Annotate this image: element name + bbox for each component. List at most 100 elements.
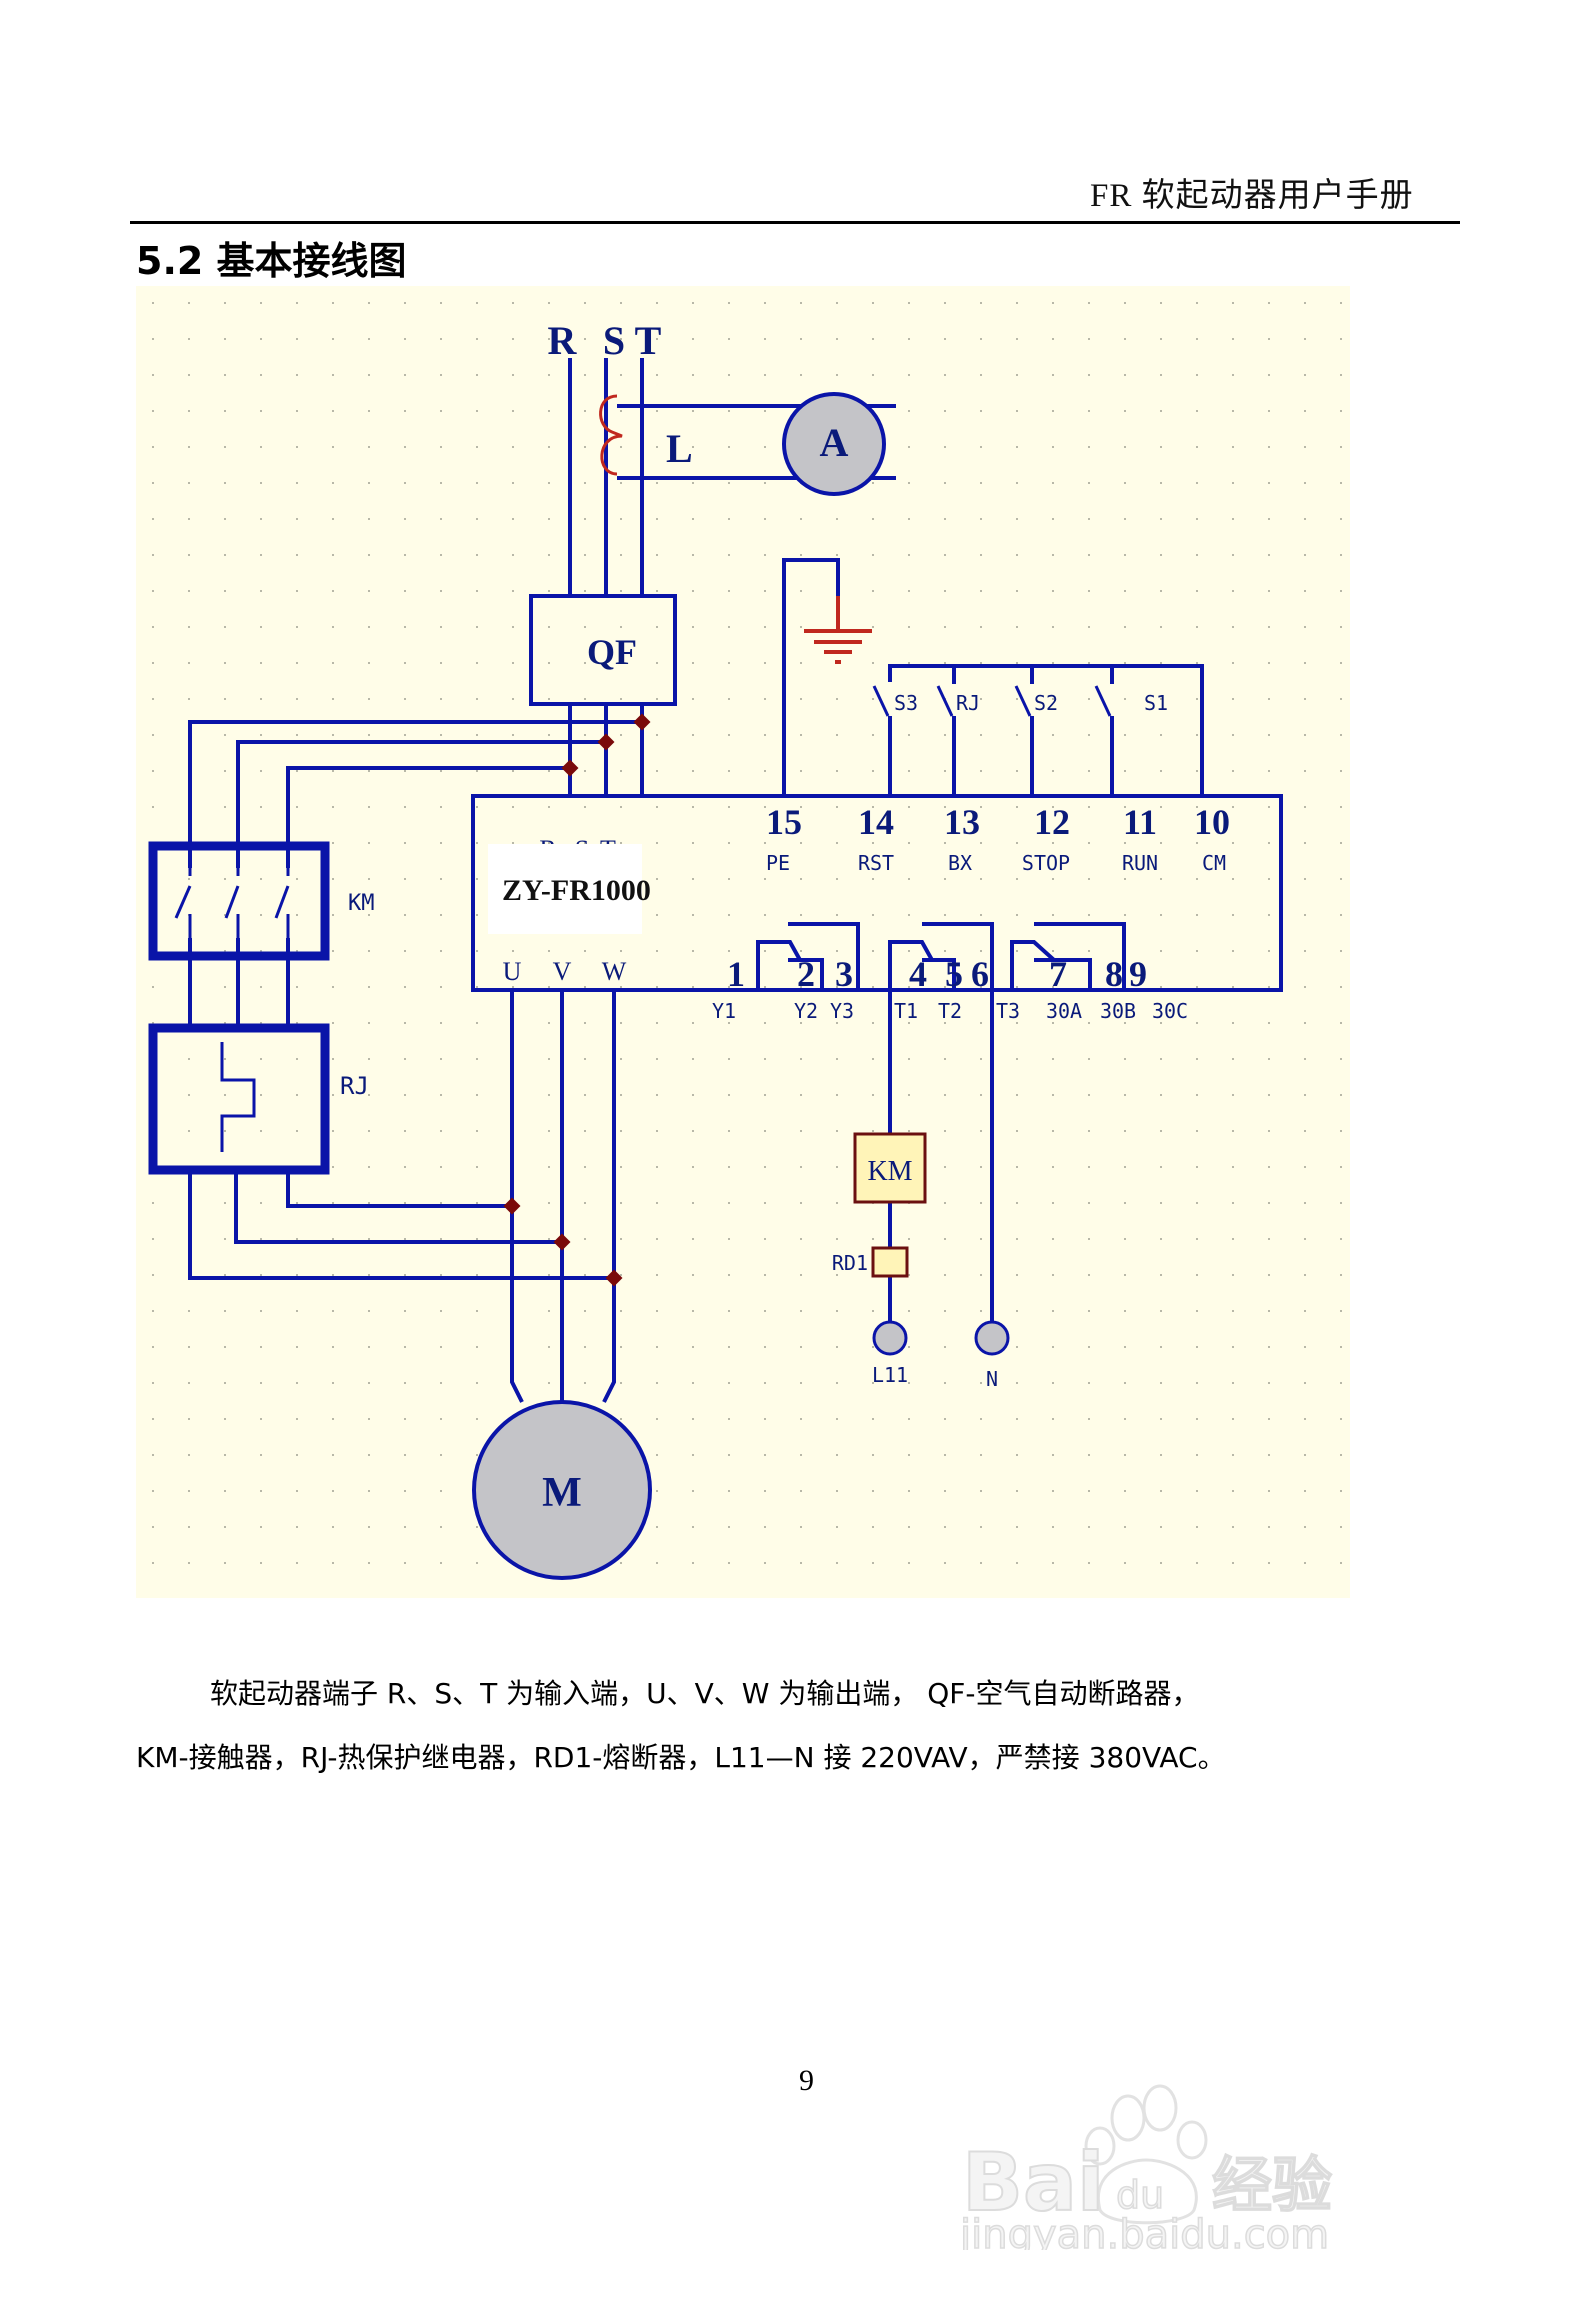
terminal-number: 10 <box>1194 802 1230 842</box>
wire-out-w <box>602 990 616 1403</box>
ammeter-label: A <box>820 420 849 465</box>
terminal-number: 3 <box>835 954 853 994</box>
relay-30-nc <box>1034 922 1126 990</box>
supply-label-r: R <box>548 318 578 363</box>
terminal-name: Y1 <box>712 999 736 1023</box>
terminal-name: T2 <box>938 999 962 1023</box>
junction-dot <box>633 713 651 731</box>
junction-dot <box>597 733 615 751</box>
wire-pe <box>782 558 840 796</box>
control-terminals: 15 14 13 12 11 10 PE RST BX STOP RUN CM <box>766 802 1230 875</box>
motor-label: M <box>542 1470 582 1516</box>
terminal-number: 11 <box>1123 802 1157 842</box>
relay-30-common <box>1010 940 1056 990</box>
switch-s2-blade <box>1014 685 1032 717</box>
baidu-watermark-svg: Bai du 经验 jingyan.baidu.com <box>958 2084 1333 2259</box>
baidu-paw-icon <box>1084 2084 1208 2225</box>
junction-dot <box>605 1269 623 1287</box>
terminal-n-label: N <box>986 1367 998 1391</box>
fuse-label: RD1 <box>832 1251 868 1275</box>
contactor-label: KM <box>348 891 375 916</box>
wires <box>188 358 1283 1406</box>
relay-y-nc <box>788 922 860 990</box>
switch-label: S3 <box>894 691 918 715</box>
ground-icon <box>804 596 872 664</box>
terminal-number: 7 <box>1049 954 1067 994</box>
thermal-relay-rj-box <box>148 1023 330 1175</box>
supply-label-s: S <box>603 318 625 363</box>
terminal-name: T3 <box>996 999 1020 1023</box>
terminal-name: T1 <box>894 999 918 1023</box>
softstarter-device-box <box>471 794 1283 992</box>
motor-icon <box>472 1400 652 1580</box>
terminal-n-icon <box>974 1320 1010 1356</box>
contactor-contacts <box>174 851 290 951</box>
watermark-url: jingyan.baidu.com <box>959 2212 1329 2250</box>
thermal-relay-label: RJ <box>340 1072 369 1100</box>
junction-dot <box>553 1233 571 1251</box>
running-header-title: FR 软起动器用户手册 <box>1090 178 1414 214</box>
breaker-qf-box <box>529 594 677 706</box>
terminal-number: 4 <box>909 954 927 994</box>
device-output-w: W <box>602 957 627 986</box>
terminal-name: STOP <box>1022 851 1070 875</box>
wire-out-u <box>510 990 524 1403</box>
description-line-2: KM-接触器，RJ-热保护继电器，RD1-熔断器，L11—N 接 220VAV，… <box>136 1741 1226 1774</box>
terminal-name: Y3 <box>830 999 854 1023</box>
terminal-number: 5 <box>945 954 963 994</box>
relay-t-no <box>922 958 956 990</box>
wire-bypass-t <box>188 720 642 868</box>
breaker-label: QF <box>587 632 637 672</box>
switch-label: RJ <box>956 691 980 715</box>
page-number: 9 <box>799 2064 814 2097</box>
device-model-label: ZY-FR1000 <box>502 874 651 907</box>
fuse-icon <box>871 1246 909 1278</box>
terminal-name: Y2 <box>794 999 818 1023</box>
description-line-1: 软起动器端子 R、S、T 为输入端，U、V、W 为输出端， QF-空气自动断路器… <box>210 1677 1200 1710</box>
terminal-name: RST <box>858 851 894 875</box>
header-rule <box>130 221 1460 224</box>
control-switches <box>872 685 1112 717</box>
watermark-brand: Bai <box>962 2136 1104 2229</box>
terminal-name: CM <box>1202 851 1226 875</box>
contactor-coil-box <box>853 1132 927 1204</box>
wire-rj-v <box>234 1170 562 1244</box>
wire-rj-w <box>188 1170 614 1280</box>
terminal-l11-label: L11 <box>872 1363 908 1387</box>
supply-label-t: T <box>635 318 662 363</box>
wire-rj-u <box>286 1170 512 1208</box>
terminal-name: 30A <box>1046 999 1082 1023</box>
wiring-diagram-svg: A R S T L QF KM RJ R S T <box>136 286 1350 1598</box>
relay-t-common <box>888 940 934 990</box>
relay-y-no <box>788 958 824 990</box>
ammeter-icon <box>782 392 886 496</box>
wire-bypass-r <box>286 766 570 868</box>
switch-label: S2 <box>1034 691 1058 715</box>
relay-terminals: 1 2 3 4 5 6 7 8 9 Y1 Y2 Y3 T1 T2 T3 30A … <box>712 954 1188 1023</box>
thermal-element-icon <box>220 1042 256 1152</box>
coil-label: KM <box>867 1156 912 1187</box>
contactor-km-box <box>148 841 330 961</box>
terminal-name: 30C <box>1152 999 1188 1023</box>
device-output-v: V <box>553 957 572 986</box>
wire-control-bus <box>888 664 1204 796</box>
device-output-u: U <box>503 957 522 986</box>
section-title: 5.2 基本接线图 <box>136 239 407 283</box>
switch-s1-blade <box>1094 685 1112 717</box>
terminal-number: 15 <box>766 802 802 842</box>
grid-dots <box>136 286 1350 1598</box>
wire-bypass-s <box>236 740 606 868</box>
junction-dots <box>503 713 651 1287</box>
terminal-number: 14 <box>858 802 894 842</box>
watermark-brand-cn: 经验 <box>1212 2151 1332 2221</box>
terminal-number: 12 <box>1034 802 1070 842</box>
terminal-number: 1 <box>727 954 745 994</box>
current-transformer-icon <box>599 394 623 476</box>
terminal-name: RUN <box>1122 851 1158 875</box>
switch-label: S1 <box>1144 691 1168 715</box>
relay-y-common <box>756 940 802 990</box>
switch-s3-blade <box>872 685 890 717</box>
switch-rj-blade <box>936 685 954 717</box>
terminal-number: 2 <box>797 954 815 994</box>
terminal-l11-icon <box>872 1320 908 1356</box>
